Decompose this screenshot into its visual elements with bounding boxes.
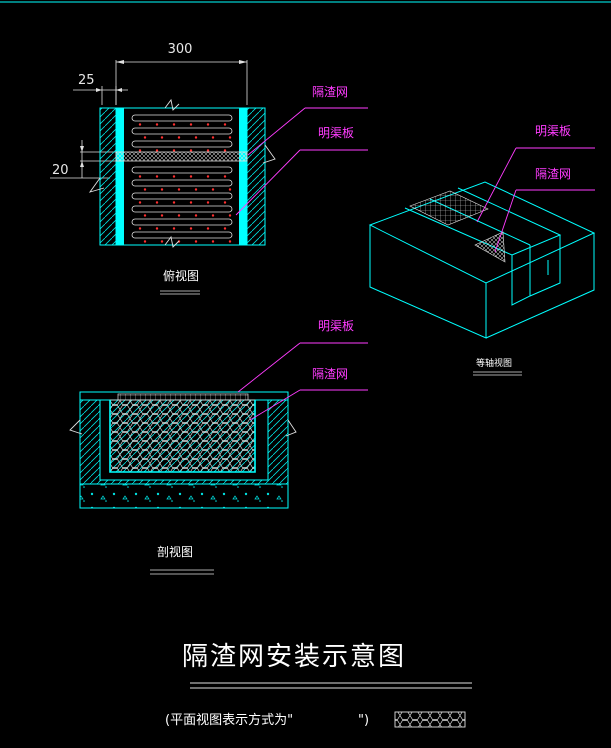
- drainage-slot: [131, 166, 233, 174]
- section-caption: 剖视图: [157, 544, 193, 559]
- rebar-dot: [138, 149, 142, 152]
- rebar-dot: [189, 175, 193, 178]
- rebar-dot: [160, 214, 164, 217]
- drainage-slot: [131, 218, 233, 226]
- rebar-dot: [155, 175, 159, 178]
- rebar-dot: [211, 240, 215, 243]
- rebar-dot: [211, 136, 215, 139]
- break-mark-icon: [262, 144, 276, 164]
- drainage-slot: [131, 127, 233, 135]
- plan-screen-strip: [115, 151, 248, 162]
- rebar-dot: [211, 214, 215, 217]
- rebar-dot: [172, 201, 176, 204]
- dim-width-label: 300: [168, 42, 193, 57]
- rebar-dot: [206, 149, 210, 152]
- rebar-dot: [143, 214, 147, 217]
- rebar-dot: [223, 175, 227, 178]
- break-mark-icon: [164, 98, 180, 111]
- rebar-dot: [189, 201, 193, 204]
- rebar-dot: [177, 214, 181, 217]
- break-mark-icon: [285, 419, 297, 437]
- rebar-dot: [155, 123, 159, 126]
- note-suffix: "): [358, 713, 369, 728]
- rebar-dot: [206, 227, 210, 230]
- drainage-slot: [131, 179, 233, 187]
- rebar-dot: [138, 201, 142, 204]
- plan-view: 300 25 20 隔渣网 明渠板: [50, 42, 368, 295]
- rebar-dot: [223, 149, 227, 152]
- rebar-dot: [228, 188, 232, 191]
- drawing-title: 隔渣网安装示意图: [182, 642, 406, 672]
- rebar-dot: [177, 188, 181, 191]
- rebar-dot: [194, 136, 198, 139]
- rebar-dot: [138, 227, 142, 230]
- drainage-slot: [131, 192, 233, 200]
- rebar-dot: [143, 136, 147, 139]
- rebar-dot: [223, 227, 227, 230]
- break-mark-icon: [164, 235, 180, 248]
- break-mark-icon: [88, 177, 105, 193]
- dim-gap-label: 20: [52, 163, 69, 178]
- section-screen-mesh: [109, 399, 256, 473]
- drainage-slot: [131, 114, 233, 122]
- rebar-dot: [138, 175, 142, 178]
- screen-hatch-icon: [394, 711, 466, 728]
- rebar-dot: [138, 123, 142, 126]
- rebar-dot: [228, 136, 232, 139]
- section-callout-board-label: 明渠板: [318, 319, 354, 333]
- iso-caption: 等轴视图: [476, 357, 512, 369]
- plan-caption: 俯视图: [163, 268, 199, 283]
- break-mark-icon: [69, 419, 83, 435]
- rebar-dot: [160, 136, 164, 139]
- isometric-view: [368, 147, 596, 339]
- rebar-dot: [194, 188, 198, 191]
- rebar-dot: [172, 149, 176, 152]
- callout-board-label: 明渠板: [318, 126, 354, 140]
- rebar-dot: [228, 240, 232, 243]
- rebar-dot: [189, 149, 193, 152]
- rebar-dot: [143, 188, 147, 191]
- rebar-dot: [160, 188, 164, 191]
- rebar-dot: [223, 123, 227, 126]
- rebar-dot: [160, 240, 164, 243]
- drainage-slot: [131, 205, 233, 213]
- rebar-dot: [189, 227, 193, 230]
- rebar-dot: [206, 201, 210, 204]
- drainage-slots: [131, 114, 233, 243]
- rebar-dot: [189, 123, 193, 126]
- rebar-dot: [211, 188, 215, 191]
- rebar-dot: [155, 227, 159, 230]
- rebar-dot: [177, 136, 181, 139]
- rebar-dot: [228, 214, 232, 217]
- rebar-dot: [155, 149, 159, 152]
- rebar-dot: [223, 201, 227, 204]
- rebar-dot: [194, 214, 198, 217]
- drainage-slot: [131, 231, 233, 239]
- section-callout-screen-label: 隔渣网: [312, 367, 348, 381]
- drainage-slot: [131, 140, 233, 148]
- iso-callout-board-label: 明渠板: [535, 124, 571, 138]
- iso-callout-screen-label: 隔渣网: [535, 167, 571, 181]
- rebar-dot: [155, 201, 159, 204]
- section-view: 明渠板 隔渣网 剖视图: [69, 319, 368, 575]
- note-prefix: (平面视图表示方式为": [165, 712, 293, 728]
- rebar-dot: [172, 227, 176, 230]
- section-board-plate: [117, 393, 249, 401]
- rebar-dot: [206, 123, 210, 126]
- callout-screen-label: 隔渣网: [312, 85, 348, 99]
- rebar-dot: [206, 175, 210, 178]
- rebar-dot: [172, 123, 176, 126]
- rebar-dot: [194, 240, 198, 243]
- rebar-dot: [172, 175, 176, 178]
- rebar-dot: [143, 240, 147, 243]
- dim-edge-label: 25: [78, 73, 95, 88]
